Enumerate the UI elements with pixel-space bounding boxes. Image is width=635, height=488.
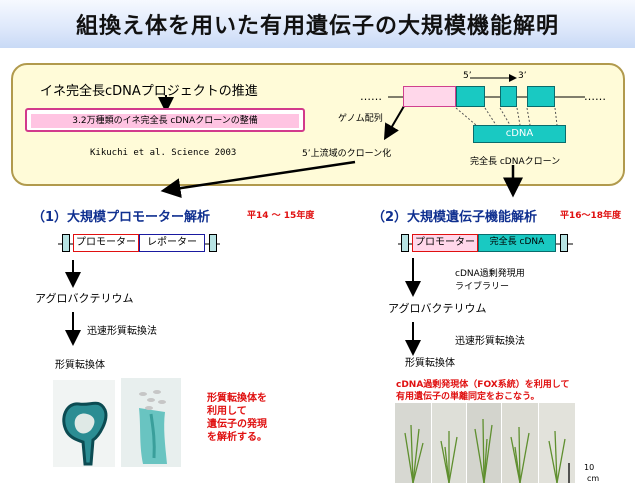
exon-3 bbox=[527, 86, 555, 107]
photo-root-section bbox=[53, 380, 115, 467]
left-method: 迅速形質転換法 bbox=[87, 326, 157, 337]
right-library-1: cDNA過剰発現用 bbox=[455, 269, 525, 279]
dots-left: …… bbox=[360, 90, 382, 103]
right-transformant: 形質転換体 bbox=[405, 358, 455, 369]
page-title: 組換え体を用いた有用遺伝子の大規模機能解明 bbox=[75, 14, 559, 39]
left-note-line-2: 利用して bbox=[207, 406, 247, 417]
five-prime: 5’ bbox=[463, 71, 472, 81]
right-method: 迅速形質転換法 bbox=[455, 336, 525, 347]
title-band bbox=[0, 0, 635, 48]
dots-right: …… bbox=[584, 90, 606, 103]
left-note: 形質転換体を 利用して 遺伝子の発現 を解析する。 bbox=[207, 392, 267, 444]
left-heading: （1）大規模プロモーター解析 bbox=[32, 210, 211, 225]
arrow-to-left bbox=[160, 160, 356, 199]
right-border-b bbox=[560, 234, 568, 252]
right-period: 平16～18年度 bbox=[560, 211, 622, 221]
left-reporter: レポーター bbox=[139, 234, 205, 252]
left-border-b bbox=[209, 234, 217, 252]
scale-value: 10 bbox=[584, 463, 595, 472]
left-promoter: プロモーター bbox=[73, 234, 139, 252]
clone-box-outer: 3.2万種類のイネ完全長 cDNAクローンの整備 bbox=[25, 108, 305, 132]
full-cdna-clone-label: 完全長 cDNAクローン bbox=[470, 157, 561, 167]
left-note-line-1: 形質転換体を bbox=[207, 393, 267, 404]
left-border-a bbox=[62, 234, 70, 252]
right-promoter: プロモーター bbox=[412, 234, 478, 252]
photo-flower bbox=[121, 378, 181, 467]
three-prime: 3’ bbox=[518, 71, 527, 81]
upstream-label: 5’上流域のクローン化 bbox=[302, 149, 392, 159]
right-heading: （2）大規模遺伝子機能解析 bbox=[372, 210, 538, 225]
exon-1 bbox=[456, 86, 485, 107]
rice-plants-photo bbox=[395, 403, 575, 484]
fox-line-2: 有用遺伝子の単離同定をおこなう。 bbox=[396, 392, 540, 402]
right-border-a bbox=[401, 234, 409, 252]
project-label: イネ完全長cDNAプロジェクトの推進 bbox=[40, 84, 258, 99]
scale-unit: cm bbox=[587, 474, 600, 483]
genome-label: ゲノム配列 bbox=[338, 114, 383, 124]
left-note-line-4: を解析する。 bbox=[207, 432, 267, 443]
citation: Kikuchi et al. Science 2003 bbox=[90, 148, 237, 158]
left-agro: アグロバクテリウム bbox=[35, 292, 134, 305]
left-note-line-3: 遺伝子の発現 bbox=[207, 419, 267, 430]
fox-line-1: cDNA過剰発現体（FOX系統）を利用して bbox=[396, 380, 570, 390]
right-agro: アグロバクテリウム bbox=[388, 302, 487, 315]
genome-upstream-block bbox=[403, 86, 456, 107]
right-library-2: ライブラリー bbox=[455, 282, 510, 292]
clone-box-label: 3.2万種類のイネ完全長 cDNAクローンの整備 bbox=[31, 114, 299, 128]
left-transformant: 形質転換体 bbox=[55, 360, 105, 371]
right-cdna: 完全長 cDNA bbox=[478, 234, 556, 252]
left-period: 平14 ～ 15年度 bbox=[247, 211, 315, 221]
cdna-box: cDNA bbox=[473, 125, 566, 143]
exon-2 bbox=[500, 86, 517, 107]
